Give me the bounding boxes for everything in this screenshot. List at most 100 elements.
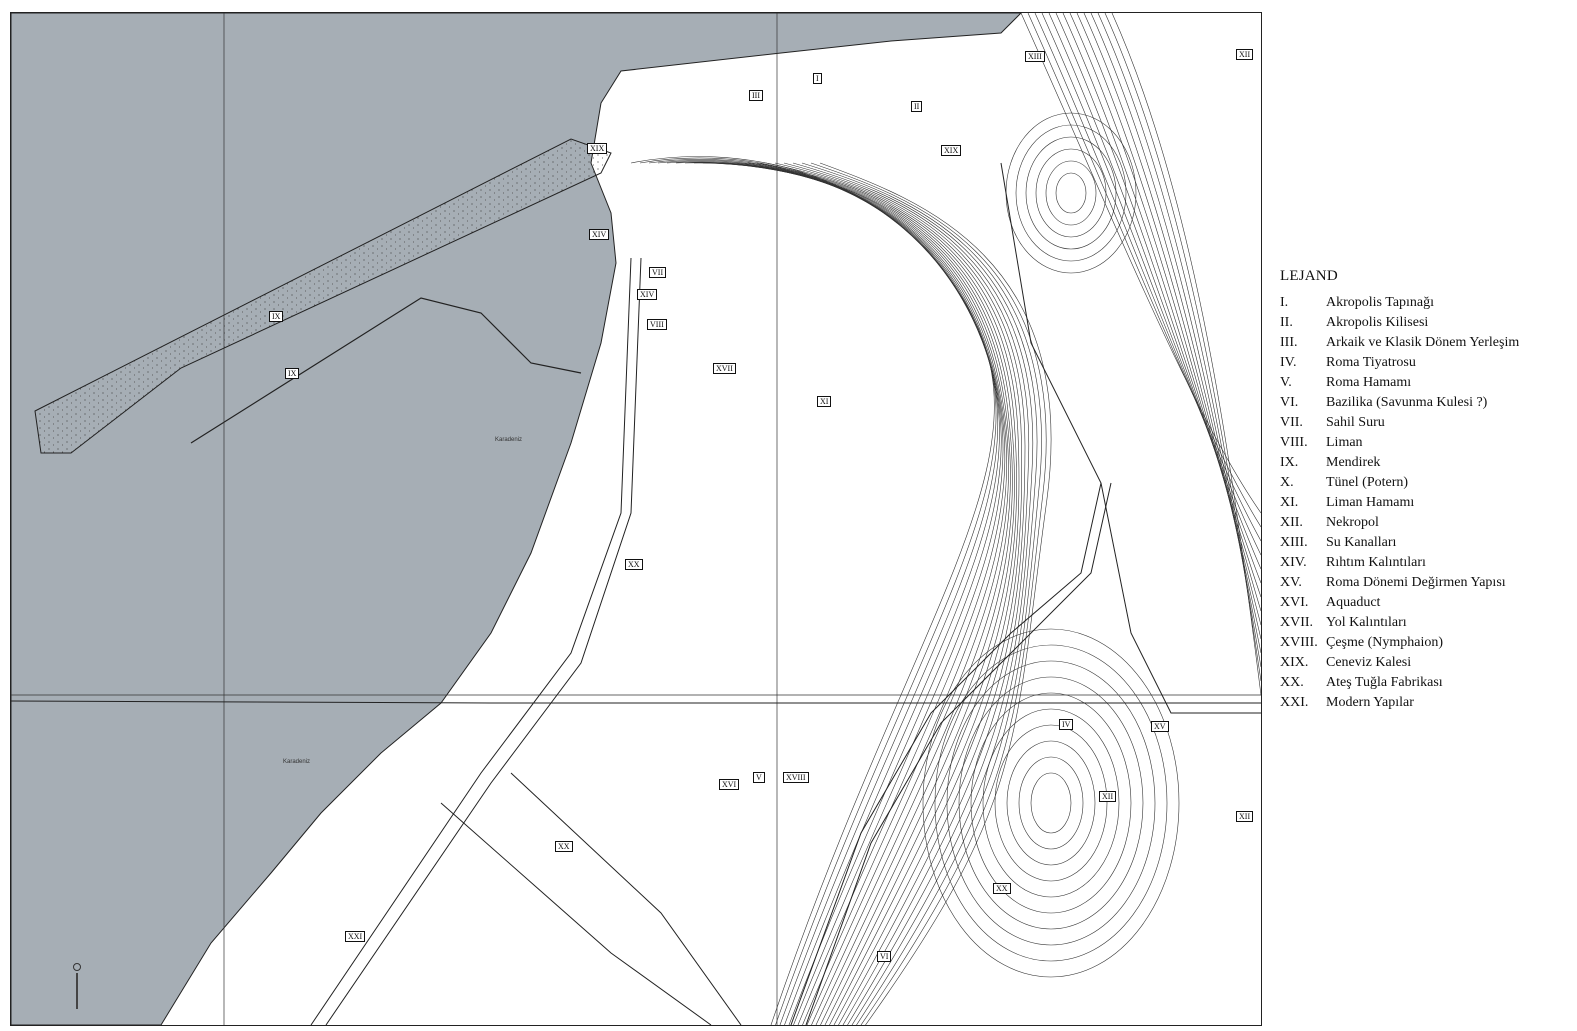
contour-line [1030,772,1072,834]
site-marker[interactable]: III [749,90,763,101]
road-line [790,482,1102,1025]
contour-line [1045,160,1097,226]
contour-line [946,660,1156,946]
contour-line [747,162,1020,1025]
legend-item: XXI.Modern Yapılar [1280,693,1577,713]
map-grid [11,13,1261,1025]
legend-item: XII. Nekropol [1280,513,1577,533]
legend-item: XV. Roma Dönemi Değirmen Yapısı [1280,573,1577,593]
contour-line [1076,13,1261,626]
site-marker[interactable]: VI [877,951,892,962]
site-marker[interactable]: IX [285,368,300,379]
legend-item-name: Akropolis Kilisesi [1326,315,1429,330]
legend-item-number: VII. [1280,415,1303,430]
site-marker[interactable]: XX [993,883,1011,894]
legend-item-number: X. [1280,475,1294,490]
legend-item-number: XVI. [1280,595,1309,610]
legend-item-name: Su Kanalları [1326,535,1397,550]
contour-line [1111,13,1261,696]
contour-line [1015,124,1127,262]
breakwater-main [34,138,612,454]
legend-item-number: XV. [1280,575,1302,590]
legend-item-number: VIII. [1280,435,1308,450]
contour-line [1018,756,1084,850]
breakwater-secondary [190,297,582,444]
site-marker[interactable]: II [911,101,923,112]
site-marker[interactable]: XII [1236,49,1254,60]
site-marker[interactable]: XIX [941,145,962,156]
contour-line [675,161,1004,1025]
legend-item: III. Arkaik ve Klasik Dönem Yerleşim [1280,333,1577,353]
contour-line [922,628,1180,978]
legend-item-number: XII. [1280,515,1303,530]
contour-line [1083,13,1261,640]
legend-item-number: XX. [1280,675,1304,690]
legend-item-name: Nekropol [1326,515,1379,530]
legend-item: IV.Roma Tiyatrosu [1280,353,1577,373]
site-marker[interactable]: VIII [647,319,667,330]
road-line [11,700,1261,704]
road-line [510,772,742,1025]
contour-line [1041,13,1261,556]
legend-item: XVII.Yol Kalıntıları [1280,613,1577,633]
contour-line [738,162,1017,1025]
site-marker[interactable]: XVII [713,363,736,374]
legend-item-number: I. [1280,295,1289,310]
site-marker[interactable]: XI [817,396,832,407]
place-name-karadeniz: Karadeniz [495,437,523,443]
contour-line [765,162,1026,1025]
legend-item-name: Arkaik ve Klasik Dönem Yerleşim [1326,335,1520,350]
legend-item: XIV.Rıhtım Kalıntıları [1280,553,1577,573]
site-marker[interactable]: XII [1099,791,1117,802]
legend-item-number: IX. [1280,455,1299,470]
contour-line [934,644,1168,962]
site-marker[interactable]: XVIII [783,772,809,783]
legend-item-number: XVII. [1280,615,1314,630]
site-marker[interactable]: XII [1236,811,1254,822]
map-frame[interactable]: Karadeniz Karadeniz I II III XIII XII XI… [10,12,1262,1026]
site-marker[interactable]: V [753,772,765,783]
site-marker[interactable]: XIX [587,143,608,154]
contour-line [711,162,1011,1025]
legend-item-name: Ceneviz Kalesi [1326,655,1412,670]
site-marker[interactable]: IV [1059,719,1074,730]
site-marker[interactable]: XX [625,559,643,570]
legend-item-name: Tünel (Potern) [1326,475,1409,490]
legend-item-number: III. [1280,335,1298,350]
site-marker[interactable]: XVI [719,779,740,790]
north-arrow-icon [73,963,81,1011]
site-marker[interactable]: XIII [1025,51,1045,62]
legend-item: XIX.Ceneviz Kalesi [1280,653,1577,673]
legend-item-number: V. [1280,375,1292,390]
legend-item-number: VI. [1280,395,1299,410]
contour-line [648,159,998,1025]
site-marker[interactable]: XV [1151,721,1169,732]
site-marker[interactable]: XIV [589,229,610,240]
contour-line [1025,136,1117,250]
site-marker[interactable]: XXI [345,931,366,942]
site-marker[interactable]: VII [649,267,667,278]
site-marker[interactable]: I [813,73,822,84]
legend-item-name: Çeşme (Nymphaion) [1326,635,1444,650]
contour-line [810,162,1047,1025]
site-marker[interactable]: XIV [637,289,658,300]
site-marker[interactable]: IX [269,311,284,322]
legend-item-name: Roma Hamamı [1326,375,1412,390]
legend-item: IX.Mendirek [1280,453,1577,473]
contour-line [756,162,1023,1025]
road-line [805,482,1112,1025]
legend-item-name: Roma Dönemi Değirmen Yapısı [1326,575,1506,590]
contour-line [819,162,1052,1025]
contour-line [1035,148,1107,238]
contour-line [1062,13,1261,598]
legend-item: XVIII.Çeşme (Nymphaion) [1280,633,1577,653]
site-map[interactable] [11,13,1261,1025]
legend-item: XI.Liman Hamamı [1280,493,1577,513]
legend-item-name: Liman [1326,435,1363,450]
sea-area [11,13,1022,1025]
legend-item: XVI.Aquaduct [1280,593,1577,613]
site-marker[interactable]: XX [555,841,573,852]
legend-item: II.Akropolis Kilisesi [1280,313,1577,333]
legend-item: VI.Bazilika (Savunma Kulesi ?) [1280,393,1577,413]
contour-line [958,676,1144,930]
